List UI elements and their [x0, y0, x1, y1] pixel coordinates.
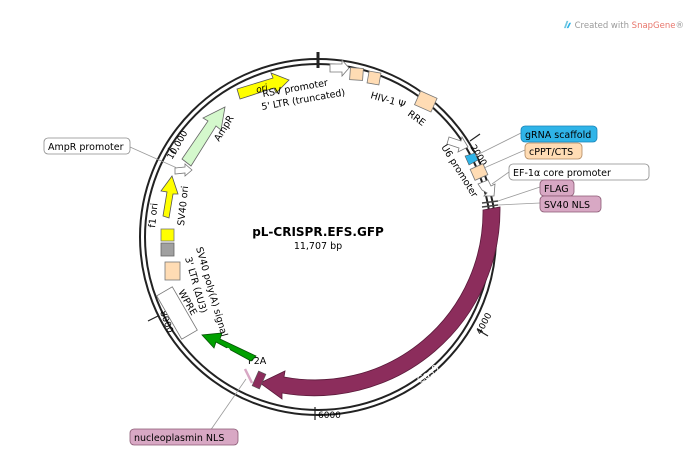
callout-cppt: cPPT/CTS: [524, 142, 583, 160]
flag-mark: [481, 200, 499, 204]
flag-leader: [497, 186, 541, 202]
tick-4000-mark: [477, 329, 489, 337]
credit-prefix: Created with: [574, 21, 632, 31]
ampr-promoter-arrow: [174, 163, 193, 177]
callout-flag: FLAG: [539, 179, 575, 197]
nucleoplasmin-nls-leader: [209, 378, 247, 432]
sv40-nls-leader: [497, 202, 541, 206]
grna-scaffold-leader: [474, 132, 522, 157]
ltr3-box: [164, 261, 181, 281]
credit-brand: SnapGene: [631, 21, 676, 31]
callout-ef1a: EF-1α core promoter: [508, 163, 650, 181]
sv40-nls-callout-text: SV40 NLS: [544, 200, 590, 211]
tick-6000: 6000: [318, 411, 341, 421]
ampr-arrow: [181, 106, 226, 167]
cas9-label: Cas9: [415, 363, 441, 386]
rre-label: RRE: [405, 109, 427, 129]
callout-grna-scaffold: gRNA scaffold: [520, 125, 598, 143]
ef1a-promoter-arrow: [477, 179, 496, 197]
callout-ampr-promoter: AmpR promoter: [43, 137, 131, 155]
p2a-label: P2A: [248, 356, 267, 367]
egfp-arrow: [201, 332, 257, 362]
callout-nucleoplasmin-nls: nucleoplasmin NLS: [129, 428, 239, 446]
sv40-ori-label: SV40 ori: [176, 185, 191, 226]
ori-label: ori: [255, 83, 269, 96]
ef1a-callout-text: EF-1α core promoter: [513, 168, 611, 179]
cppt-box: [469, 163, 489, 181]
tick-8000-mark: [147, 315, 159, 322]
grna-scaffold-marker: [464, 152, 479, 166]
plasmid-name: pL-CRISPR.EFS.GFP: [252, 225, 384, 239]
p2a-box: [251, 370, 267, 390]
ltr5-box: [349, 67, 364, 81]
tick-2000-mark: [469, 133, 481, 142]
hiv1-label: HIV-1 Ψ: [369, 90, 407, 110]
rre-box: [413, 90, 438, 113]
hiv1-box: [366, 70, 382, 86]
cas9-arrow: [259, 206, 501, 400]
rsv-promoter-arrow: [329, 58, 350, 78]
ampr-promoter-callout-text: AmpR promoter: [48, 142, 124, 153]
f1-ori-arrow: [160, 175, 179, 219]
f1-ori-label: f1 ori: [147, 203, 161, 229]
sv40-ori-box: [160, 228, 175, 242]
flag-callout-text: FLAG: [544, 184, 569, 195]
snapgene-logo-icon: [563, 20, 571, 29]
credit-suffix: ®: [675, 21, 685, 31]
plasmid-size: 11,707 bp: [294, 241, 342, 252]
grna-scaffold-callout-text: gRNA scaffold: [525, 130, 591, 141]
ori-arrow: [236, 72, 290, 100]
nucleoplasmin-nls-mark: [243, 368, 254, 384]
sv40-nls-mark: [481, 204, 499, 208]
wpre-box: [156, 286, 198, 340]
cppt-callout-text: cPPT/CTS: [529, 147, 573, 158]
u6-promoter-arrow: [446, 135, 469, 153]
callout-sv40-nls: SV40 NLS: [539, 195, 602, 213]
nucleoplasmin-nls-callout-text: nucleoplasmin NLS: [134, 433, 224, 444]
snapgene-credit: Created with SnapGene®: [563, 20, 684, 31]
tick-10000-mark: [167, 147, 177, 155]
ampr-promoter-leader: [129, 146, 178, 169]
grey-box: [160, 242, 175, 257]
cppt-leader: [483, 149, 526, 169]
ef1a-leader: [491, 171, 510, 185]
